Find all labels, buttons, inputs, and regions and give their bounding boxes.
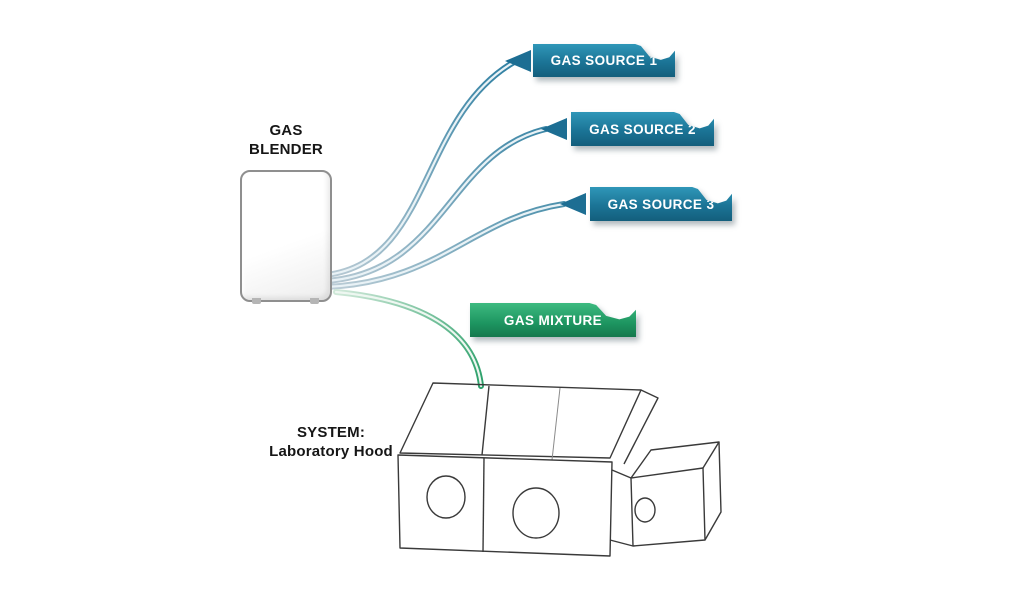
- gas-mixture-tab-face: GAS MIXTURE: [470, 303, 636, 337]
- flow-arrow-icon: [505, 50, 531, 72]
- flow-arrow-icon: [560, 193, 586, 215]
- gas-mixture-tab: GAS MIXTURE: [470, 303, 636, 337]
- blender-foot: [252, 298, 261, 304]
- gas-source-2-tab-face: GAS SOURCE 2: [571, 112, 714, 146]
- gas-source-1-tab: GAS SOURCE 1: [533, 44, 675, 77]
- flow-arrow-icon: [541, 118, 567, 140]
- tube-source-1: [323, 59, 517, 278]
- gas-source-3-tab-face: GAS SOURCE 3: [590, 187, 732, 221]
- laboratory-hood-drawing: [397, 382, 722, 557]
- gas-source-1-tab-face: GAS SOURCE 1: [533, 44, 675, 77]
- gas-source-2-tab: GAS SOURCE 2: [571, 112, 714, 146]
- tube-source-1-core: [324, 60, 516, 277]
- blender-foot: [310, 298, 319, 304]
- gas-blender-label: GAS BLENDER: [249, 122, 323, 158]
- system-label: SYSTEM: Laboratory Hood: [269, 424, 393, 460]
- gas-mixture-label: GAS MIXTURE: [503, 312, 603, 328]
- tube-source-3-core: [324, 202, 566, 289]
- gas-source-3-tab: GAS SOURCE 3: [590, 187, 732, 221]
- gas-source-3-label: GAS SOURCE 3: [607, 196, 715, 212]
- gas-source-2-label: GAS SOURCE 2: [589, 121, 696, 137]
- tube-gas-mixture-core: [334, 290, 483, 388]
- gas-blender-device: [240, 170, 332, 302]
- tube-source-2-core: [324, 127, 548, 283]
- gas-source-1-label: GAS SOURCE 1: [550, 53, 658, 68]
